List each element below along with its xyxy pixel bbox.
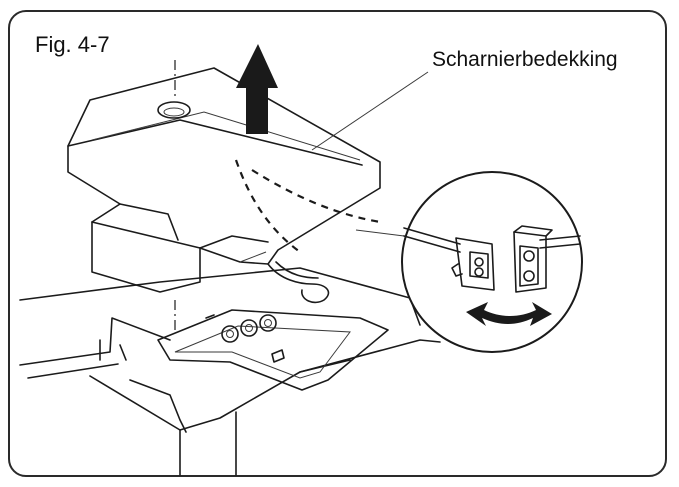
hinge-cover [67, 67, 381, 293]
machine-base [19, 267, 441, 476]
lift-up-arrow-icon [236, 44, 278, 134]
connector-detail-magnifier [355, 171, 583, 353]
motion-path-dashes [234, 159, 381, 253]
callout-leader [311, 71, 429, 151]
double-headed-curved-arrow-icon [466, 302, 552, 326]
cable-loop [267, 261, 330, 304]
hinge-plate [157, 309, 389, 391]
hinge-cover-label: Scharnierbedekking [432, 48, 618, 71]
figure-number: Fig. 4-7 [35, 32, 110, 57]
